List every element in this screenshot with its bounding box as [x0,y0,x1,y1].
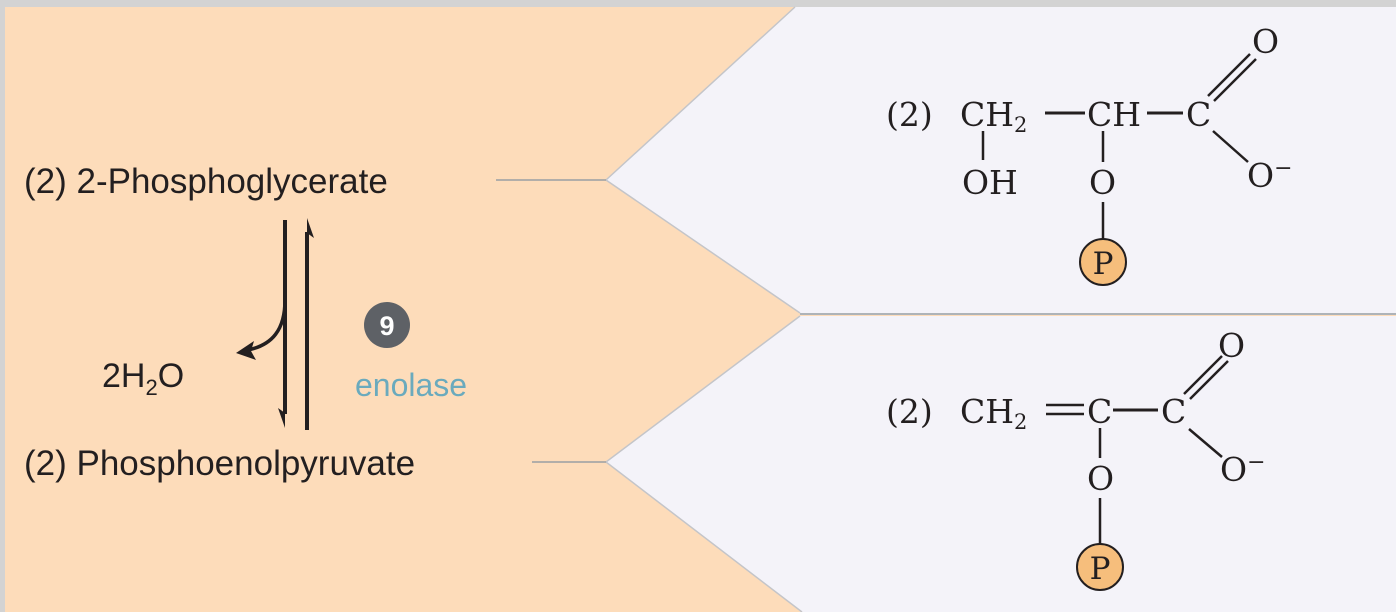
top-single-bond [1212,130,1249,163]
bottom-structure: (2) CH2 C C O O− O P [886,326,1266,591]
bottom-oxide-text: O [1220,450,1247,489]
step-number: 9 [379,311,394,341]
bottom-charge: − [1247,450,1265,475]
top-hydroxyl: OH [962,163,1018,202]
top-phosphate-circle [1079,238,1127,286]
water-release-arrow [247,299,287,352]
reverse-arrow-head [307,218,314,238]
water-prefix: 2H [102,357,145,395]
water-suffix: O [158,357,184,395]
top-carboxyl-c: C [1186,95,1211,134]
product-label: (2) Phosphoenolpyruvate [24,444,415,483]
equilibrium-arrows [236,218,314,430]
top-ch2: CH2 [960,95,1027,137]
step-badge [364,302,410,348]
top-oxide: O− [1247,156,1293,195]
substrate-label: (2) 2-Phosphoglycerate [24,162,388,201]
top-structure: (2) CH2 CH C O O− OH O P [886,22,1293,286]
bottom-carbonyl-b [1189,360,1229,400]
forward-arrow-head [278,408,285,428]
water-release-arrow-head [236,341,256,360]
top-double-bond-b [1213,58,1257,102]
bottom-ester-o: O [1087,459,1114,498]
top-charge: − [1274,156,1292,181]
top-oxo: O [1252,22,1279,61]
top-ch2-sub: 2 [1014,113,1027,137]
bottom-ch2-text: CH [960,392,1014,431]
enzyme-label: enolase [355,367,467,403]
bottom-oxide: O− [1220,450,1266,489]
top-ch: CH [1087,95,1141,134]
bottom-phosphate: P [1090,551,1111,587]
bottom-carbonyl-a [1183,355,1223,395]
top-structure-panel [606,7,1396,313]
bottom-phosphate-circle [1076,543,1124,591]
top-oxide-text: O [1247,156,1274,195]
bottom-oxo: O [1218,326,1245,365]
top-phosphate: P [1093,246,1114,282]
top-double-bond-a [1207,53,1251,97]
top-ester-o: O [1089,163,1116,202]
bottom-c2: C [1087,392,1112,431]
bottom-coefficient: (2) [886,392,933,431]
top-ch2-text: CH [960,95,1014,134]
water-subscript: 2 [145,375,157,400]
water-label: 2H2O [102,357,184,400]
bottom-carboxyl-c: C [1161,392,1186,431]
bottom-ch2: CH2 [960,392,1027,434]
bottom-ch2-sub: 2 [1014,410,1027,434]
top-coefficient: (2) [886,95,933,134]
bottom-single-bond [1188,428,1223,458]
